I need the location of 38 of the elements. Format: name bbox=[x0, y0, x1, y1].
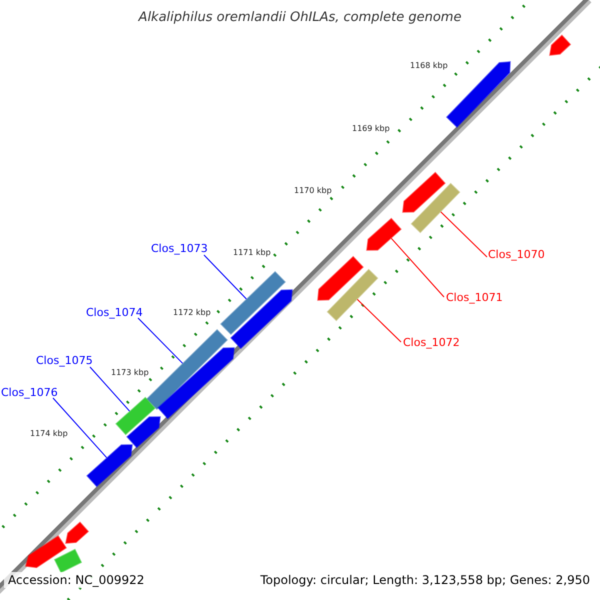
gene-feature bbox=[157, 347, 235, 420]
leader-line bbox=[390, 238, 444, 298]
gene-feature bbox=[220, 270, 286, 336]
leader-line bbox=[138, 318, 184, 364]
gene-feature bbox=[402, 172, 446, 213]
scale-label: 1171 kbp bbox=[233, 249, 271, 257]
gene-feature bbox=[65, 521, 90, 544]
leader-line bbox=[356, 298, 402, 342]
gene-label: Clos_1070 bbox=[488, 249, 545, 260]
leader-line bbox=[52, 398, 108, 458]
scale-label: 1170 kbp bbox=[294, 187, 332, 195]
scale-label: 1174 kbp bbox=[30, 430, 68, 438]
gene-feature bbox=[410, 182, 460, 234]
scale-label: 1169 kbp bbox=[352, 125, 390, 133]
gene-feature bbox=[326, 268, 378, 322]
gene-label: Clos_1076 bbox=[1, 387, 58, 398]
gene-feature bbox=[366, 218, 402, 251]
gene-feature bbox=[126, 416, 161, 448]
leader-line bbox=[440, 211, 488, 258]
gene-label: Clos_1071 bbox=[446, 292, 503, 303]
leader-line bbox=[204, 254, 247, 300]
gene-label: Clos_1072 bbox=[403, 337, 460, 348]
gene-feature bbox=[115, 396, 156, 436]
gene-label: Clos_1074 bbox=[86, 307, 143, 318]
gene-feature bbox=[86, 444, 133, 488]
scale-label: 1168 kbp bbox=[410, 62, 448, 70]
gene-feature bbox=[549, 34, 572, 56]
scale-label: 1172 kbp bbox=[173, 309, 211, 317]
gene-feature bbox=[446, 61, 511, 128]
gene-label: Clos_1075 bbox=[36, 355, 93, 366]
gene-feature bbox=[317, 256, 364, 301]
gene-feature bbox=[25, 535, 67, 568]
scale-label: 1173 kbp bbox=[111, 369, 149, 377]
leader-line bbox=[90, 366, 130, 412]
chart-title: Alkaliphilus oremlandii OhILAs, complete genome bbox=[137, 11, 462, 24]
gene-label: Clos_1073 bbox=[151, 243, 208, 254]
gene-feature bbox=[230, 289, 293, 350]
genome-info-note: Topology: circular; Length: 3,123,558 bp; Genes: 2,950 bbox=[260, 574, 590, 586]
